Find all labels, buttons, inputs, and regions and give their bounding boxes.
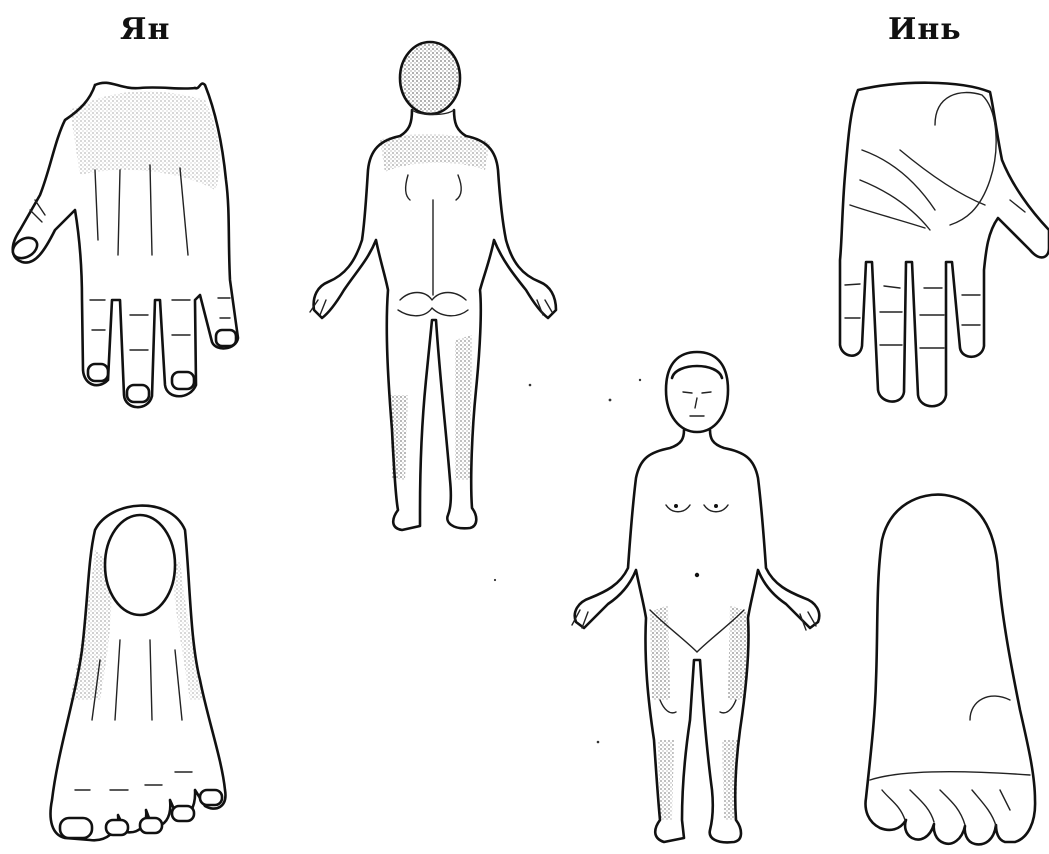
body-back-view [310, 42, 556, 530]
body-front-view [572, 352, 819, 842]
yang-foot-top [51, 506, 226, 841]
yang-hand-back [9, 83, 238, 407]
yin-hand-palm [840, 83, 1049, 407]
yin-foot-sole [866, 495, 1036, 845]
print-specks [494, 379, 641, 744]
